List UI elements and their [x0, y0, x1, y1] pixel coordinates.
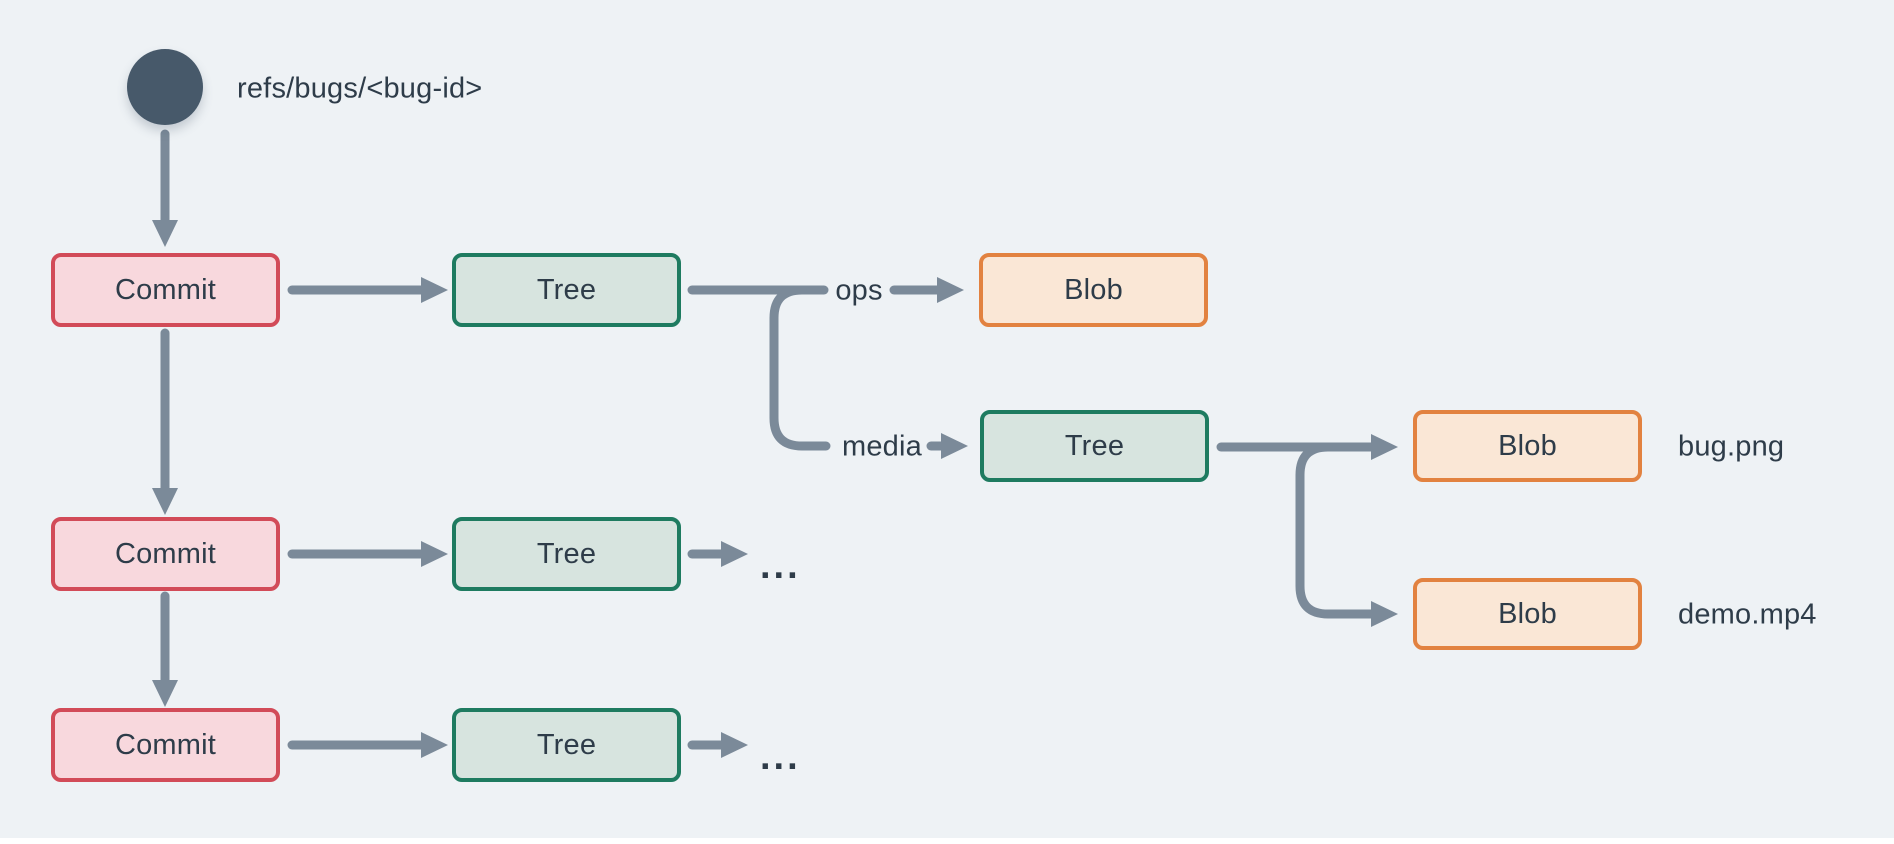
- arrowhead-commit1-to-commit2: [152, 488, 178, 515]
- bottom-edge-strip: [0, 838, 1894, 844]
- commit-node-2: Commit: [51, 517, 280, 591]
- blob-node-demo: Blob: [1413, 578, 1642, 650]
- arrowhead-commit3-to-tree3: [421, 732, 448, 758]
- commit-node-1: Commit: [51, 253, 280, 327]
- tree-node-1: Tree: [452, 253, 681, 327]
- tree-node-3-label: Tree: [536, 728, 597, 761]
- edge-tree1-branch-to-media: [769, 285, 831, 451]
- edge-label-ops: ops: [835, 274, 883, 307]
- ellipsis-row-3: ...: [760, 736, 801, 778]
- commit-node-2-label: Commit: [114, 537, 217, 570]
- commit-node-3-label: Commit: [114, 728, 217, 761]
- arrowhead-commit1-to-tree1: [421, 277, 448, 303]
- arrowhead-ref-to-commit1: [152, 220, 178, 247]
- blob-node-bug: Blob: [1413, 410, 1642, 482]
- tree-node-media: Tree: [980, 410, 1209, 482]
- arrowhead-ops-to-blob: [937, 277, 964, 303]
- ref-label: refs/bugs/<bug-id>: [237, 72, 483, 105]
- file-label-demo-mp4: demo.mp4: [1678, 598, 1817, 631]
- arrowhead-tree2-to-ellipsis: [721, 541, 748, 567]
- file-label-bug-png: bug.png: [1678, 430, 1785, 463]
- blob-node-ops-label: Blob: [1064, 273, 1123, 306]
- commit-node-1-label: Commit: [114, 273, 217, 306]
- arrowhead-commit2-to-tree2: [421, 541, 448, 567]
- arrowhead-tree3-to-ellipsis: [721, 732, 748, 758]
- arrowhead-branch-to-blob-demo: [1371, 601, 1398, 627]
- tree-node-1-label: Tree: [536, 273, 597, 306]
- edge-label-media: media: [842, 430, 922, 463]
- arrowhead-media-to-tree: [941, 433, 968, 459]
- tree-node-2-label: Tree: [536, 537, 597, 570]
- ref-circle: [127, 49, 203, 125]
- tree-node-2: Tree: [452, 517, 681, 591]
- ellipsis-row-2: ...: [760, 545, 801, 587]
- blob-node-ops: Blob: [979, 253, 1208, 327]
- arrowhead-commit2-to-commit3: [152, 680, 178, 707]
- tree-node-media-label: Tree: [1064, 429, 1125, 462]
- blob-node-demo-label: Blob: [1498, 597, 1557, 630]
- edge-mediatree-branch-to-blob-demo: [1295, 442, 1376, 619]
- blob-node-bug-label: Blob: [1498, 429, 1557, 462]
- commit-node-3: Commit: [51, 708, 280, 782]
- tree-node-3: Tree: [452, 708, 681, 782]
- arrowhead-mediatree-to-blob-bug: [1371, 434, 1398, 460]
